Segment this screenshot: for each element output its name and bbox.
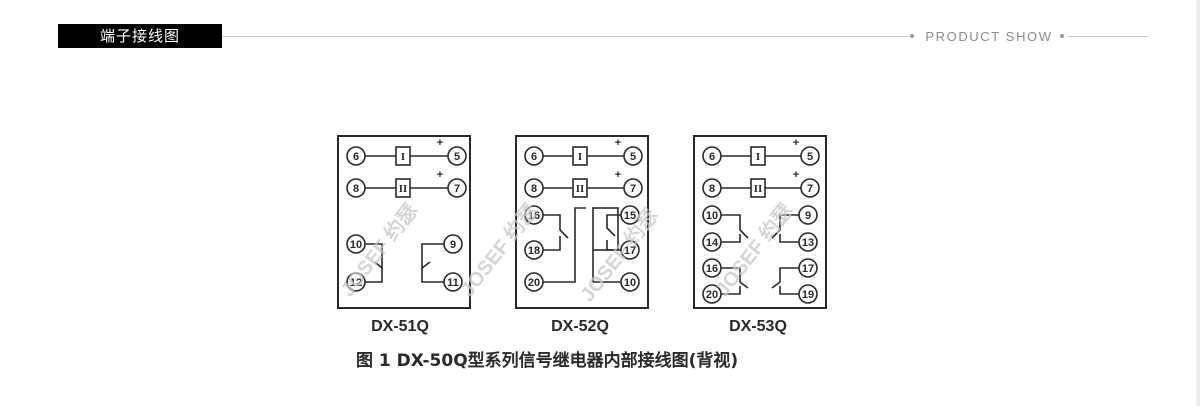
svg-text:6: 6 [709,151,715,163]
svg-text:+: + [437,169,443,181]
svg-text:16: 16 [528,210,540,222]
svg-text:+: + [615,169,621,181]
svg-text:I: I [401,151,405,163]
model-label-dx51q: DX-51Q [371,318,429,335]
svg-text:I: I [756,151,760,163]
model-label-dx53q: DX-53Q [729,318,787,335]
panel-dx51q [337,135,471,309]
svg-text:II: II [576,183,585,195]
svg-text:8: 8 [709,183,715,195]
model-label-dx52q: DX-52Q [551,318,609,335]
svg-text:I: I [578,151,582,163]
svg-text:10: 10 [350,239,362,251]
svg-text:7: 7 [454,183,460,195]
svg-text:II: II [399,183,408,195]
watermark-4: JOSEF 约瑟 [710,199,797,301]
figure-caption: 图 1 DX-50Q型系列信号继电器内部接线图(背视) [356,351,739,371]
header-divider-right [1068,36,1148,37]
svg-text:9: 9 [805,210,811,222]
header-divider-left [222,36,910,37]
svg-text:19: 19 [802,289,814,301]
svg-text:+: + [793,137,799,149]
svg-text:6: 6 [353,151,359,163]
svg-text:9: 9 [450,239,456,251]
svg-text:+: + [615,137,621,149]
panel-dx52q [515,135,649,309]
divider-dot-left [910,34,914,38]
panel-dx53q [693,135,827,309]
svg-text:+: + [793,169,799,181]
svg-text:5: 5 [454,151,460,163]
svg-text:7: 7 [807,183,813,195]
svg-text:18: 18 [528,245,540,257]
divider-dot-right [1060,34,1064,38]
svg-text:16: 16 [706,263,718,275]
svg-text:17: 17 [802,263,814,275]
svg-text:8: 8 [353,183,359,195]
header-bar [58,24,222,48]
svg-text:6: 6 [531,151,537,163]
svg-text:20: 20 [706,289,718,301]
svg-text:15: 15 [624,210,636,222]
svg-text:5: 5 [807,151,813,163]
svg-text:5: 5 [630,151,636,163]
section-title: 端子接线图 [99,27,180,45]
svg-text:13: 13 [802,237,814,249]
svg-text:10: 10 [624,277,636,289]
svg-text:12: 12 [350,277,362,289]
svg-text:11: 11 [447,277,459,289]
svg-text:II: II [754,183,763,195]
svg-text:+: + [437,137,443,149]
svg-text:14: 14 [706,237,719,249]
svg-text:17: 17 [624,245,636,257]
product-show-label: PRODUCT SHOW [925,29,1053,44]
watermark-1: JOSEF 约瑟 [335,199,422,301]
wiring-diagram: 6 5 8 7 10 9 12 11 6 5 8 7 16 15 18 17 20 10 6 5 8… [335,135,827,335]
page-edge [1196,0,1200,406]
svg-text:7: 7 [630,183,636,195]
svg-text:20: 20 [528,277,540,289]
svg-text:10: 10 [706,210,718,222]
svg-text:8: 8 [531,183,537,195]
